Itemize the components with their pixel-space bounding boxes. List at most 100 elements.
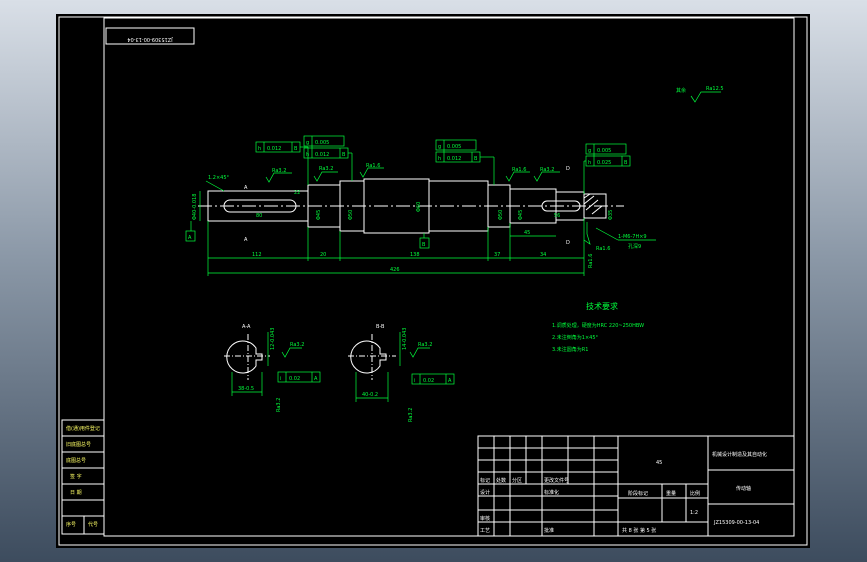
tech-req-2: 2.未注倒角为1×45° <box>552 334 599 341</box>
tf1-sym: h <box>258 146 261 152</box>
keyway-left-length: 80 <box>256 213 262 219</box>
dia-45-left: Φ45 <box>316 210 322 220</box>
section-a-a: A-A 38-0.5 12-0.043 Ra3.2 i 0.02 A Ra3.2 <box>224 324 321 412</box>
roughness-2: Ra3.2 <box>319 166 333 172</box>
tf3-sym: h <box>306 152 309 158</box>
roughness-5: Ra3.2 <box>540 167 554 173</box>
datum-a: A <box>188 235 192 241</box>
tech-req-3: 3.未注圆角为R1 <box>552 346 588 353</box>
dia-50-left: Φ50 <box>348 210 354 220</box>
section-mark-a-top: A <box>244 185 248 191</box>
tf5-ref: B <box>474 156 478 162</box>
tf2-val: 0.005 <box>315 140 329 146</box>
section-mark-a-bottom: A <box>244 237 248 243</box>
section-a-ra2: Ra3.2 <box>276 398 282 412</box>
left-end-diameter: Φ40-0.018 <box>192 194 198 220</box>
tf7-sym: h <box>588 160 591 166</box>
drawing-sheet: JZ15309-00-13-04 其余 Ra12.5 <box>56 14 810 548</box>
section-mark-d-bottom: D <box>566 240 570 246</box>
section-a-frame-val: 0.02 <box>289 376 300 382</box>
tolerance-frame-3: g 0.005 h 0.012 B <box>435 139 495 185</box>
strip-5: 日 期 <box>70 490 82 496</box>
section-b-key-dim: 14-0.043 <box>402 328 408 350</box>
strip-1: 借(通)用件登记 <box>66 425 100 432</box>
outer-border <box>58 16 808 546</box>
dim-37: 37 <box>494 252 500 258</box>
tf2-sym: g <box>306 140 309 146</box>
roughness-6: Ra1.6 <box>596 246 610 252</box>
tb-company: 机械设计制造及其自动化 <box>712 451 767 458</box>
section-a-frame-ref: A <box>314 376 318 382</box>
mirrored-number-text: JZ15309-00-13-04 <box>127 36 173 42</box>
section-b-width: 40-0.2 <box>362 392 378 398</box>
center-hole-note: 孔深9 <box>628 243 641 250</box>
tf4-sym: g <box>438 144 441 150</box>
tb-weight-label: 重量 <box>666 490 676 497</box>
tf3-val: 0.012 <box>315 152 329 158</box>
tb-change-doc: 更改文件号 <box>544 477 569 484</box>
tb-design: 设计 <box>480 489 490 496</box>
section-a-width: 38-0.5 <box>238 386 254 392</box>
dim-112: 112 <box>252 252 262 258</box>
tb-scale: 1:2 <box>690 510 698 516</box>
tolerance-frame-4: g 0.005 h 0.025 B <box>583 143 631 194</box>
section-b-frame-sym: i <box>414 378 415 384</box>
tf6-val: 0.005 <box>597 148 611 154</box>
tf7-ref: B <box>624 160 628 166</box>
roughness-4: Ra1.6 <box>512 167 526 173</box>
roughness-7: Ra1.6 <box>588 254 594 268</box>
tf5-sym: h <box>438 156 441 162</box>
tb-part-name: 传动轴 <box>736 485 751 492</box>
tb-standardize: 标准化 <box>544 489 559 496</box>
keyway-right-length: 56 <box>554 213 560 219</box>
tech-req-title: 技术要求 <box>586 301 618 311</box>
section-b-label: B-B <box>376 324 385 330</box>
tb-approve: 批准 <box>544 527 554 534</box>
section-b-frame-ref: A <box>448 378 452 384</box>
dim-138: 138 <box>410 252 420 258</box>
section-a-ra: Ra3.2 <box>290 342 304 348</box>
section-b-ra: Ra3.2 <box>418 342 432 348</box>
dim-45: 45 <box>524 230 530 236</box>
section-a-frame-sym: i <box>280 376 281 382</box>
strip-4: 签 字 <box>70 473 82 480</box>
strip-7: 代号 <box>88 521 98 528</box>
tb-drawing-no: JZ15309-00-13-04 <box>713 520 759 526</box>
title-block: 标记 处数 分区 更改文件号 设计 标准化 审核 工艺 批准 45 阶段标记 重… <box>477 435 795 537</box>
tb-mark: 标记 <box>480 477 490 484</box>
tf5-val: 0.012 <box>447 156 461 162</box>
tolerance-frame-2: g 0.005 h 0.012 B <box>303 135 353 181</box>
dim-20: 20 <box>320 252 326 258</box>
tb-process: 工艺 <box>480 528 490 534</box>
tf6-sym: g <box>588 148 591 154</box>
tf1-val: 0.012 <box>267 146 281 152</box>
dia-35: Φ35 <box>608 210 614 220</box>
tb-sheet: 共 8 张 第 5 张 <box>622 527 656 534</box>
shaft-main-view: A A D D <box>198 166 624 246</box>
section-b-ra2: Ra3.2 <box>408 408 414 422</box>
thread-note: 1-M6-7H×9 <box>618 234 647 240</box>
section-b-b: B-B 40-0.2 14-0.043 Ra3.2 i 0.02 A Ra3.2 <box>348 324 455 422</box>
inner-frame <box>103 17 795 537</box>
tech-req-1: 1.调质处理，硬度为HRC 220~250HBW <box>552 322 644 329</box>
tb-material: 45 <box>656 460 662 466</box>
section-a-key-dim: 12-0.043 <box>270 328 276 350</box>
tb-zone: 分区 <box>512 477 522 484</box>
tf1-ref: B <box>294 146 298 152</box>
section-a-label: A-A <box>242 324 251 330</box>
dia-60: Φ60 <box>416 202 422 212</box>
dim-34: 34 <box>540 252 546 258</box>
dia-45-right: Φ45 <box>518 210 524 220</box>
roughness-note-value: Ra12.5 <box>706 86 724 92</box>
tf4-val: 0.005 <box>447 144 461 150</box>
tech-requirements: 技术要求 1.调质处理，硬度为HRC 220~250HBW 2.未注倒角为1×4… <box>552 301 644 353</box>
roughness-1: Ra3.2 <box>272 168 286 174</box>
roughness-3: Ra1.6 <box>366 163 380 169</box>
roughness-note-label: 其余 <box>676 87 686 94</box>
tolerance-frame-1: h 0.012 B <box>255 141 309 185</box>
tf3-ref: B <box>342 152 346 158</box>
dia-50-right: Φ50 <box>498 210 504 220</box>
chamfer-note: 1.2×45° <box>208 175 230 181</box>
datum-b: B <box>422 242 426 248</box>
